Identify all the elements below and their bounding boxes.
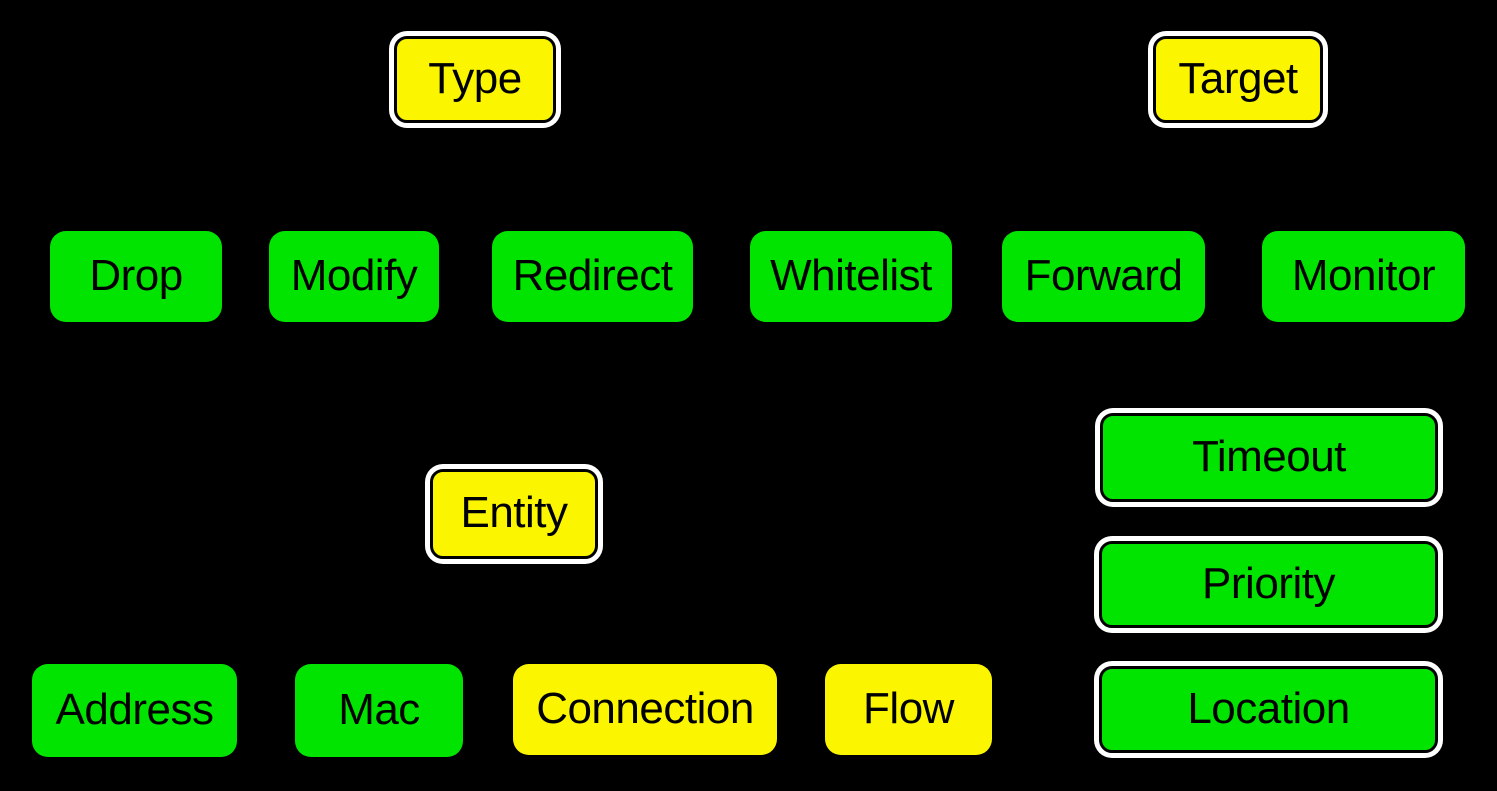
- node-label-timeout: Timeout: [1192, 431, 1346, 481]
- node-label-type: Type: [428, 53, 522, 103]
- node-label-monitor: Monitor: [1291, 250, 1436, 300]
- node-monitor[interactable]: Monitor: [1262, 231, 1465, 322]
- node-label-modify: Modify: [290, 250, 418, 300]
- node-label-flow: Flow: [863, 683, 954, 733]
- node-entity[interactable]: Entity: [430, 469, 598, 559]
- node-location[interactable]: Location: [1099, 666, 1438, 753]
- node-drop[interactable]: Drop: [50, 231, 222, 322]
- node-label-forward: Forward: [1024, 250, 1183, 300]
- node-redirect[interactable]: Redirect: [492, 231, 693, 322]
- node-forward[interactable]: Forward: [1002, 231, 1205, 322]
- node-address[interactable]: Address: [32, 664, 237, 757]
- node-label-target: Target: [1178, 53, 1298, 103]
- node-label-drop: Drop: [89, 250, 183, 300]
- node-label-whitelist: Whitelist: [770, 250, 932, 300]
- node-timeout[interactable]: Timeout: [1100, 413, 1438, 502]
- node-label-entity: Entity: [460, 488, 568, 537]
- node-label-address: Address: [55, 684, 214, 734]
- node-label-mac: Mac: [338, 684, 420, 734]
- node-target[interactable]: Target: [1153, 36, 1323, 123]
- node-whitelist[interactable]: Whitelist: [750, 231, 952, 322]
- node-connection[interactable]: Connection: [513, 664, 777, 755]
- node-label-location: Location: [1187, 683, 1350, 733]
- node-mac[interactable]: Mac: [295, 664, 463, 757]
- node-label-connection: Connection: [536, 683, 754, 733]
- node-priority[interactable]: Priority: [1099, 541, 1438, 628]
- node-type[interactable]: Type: [394, 36, 556, 123]
- node-modify[interactable]: Modify: [269, 231, 439, 322]
- node-label-priority: Priority: [1202, 558, 1335, 608]
- node-label-redirect: Redirect: [512, 250, 673, 300]
- node-flow[interactable]: Flow: [825, 664, 992, 755]
